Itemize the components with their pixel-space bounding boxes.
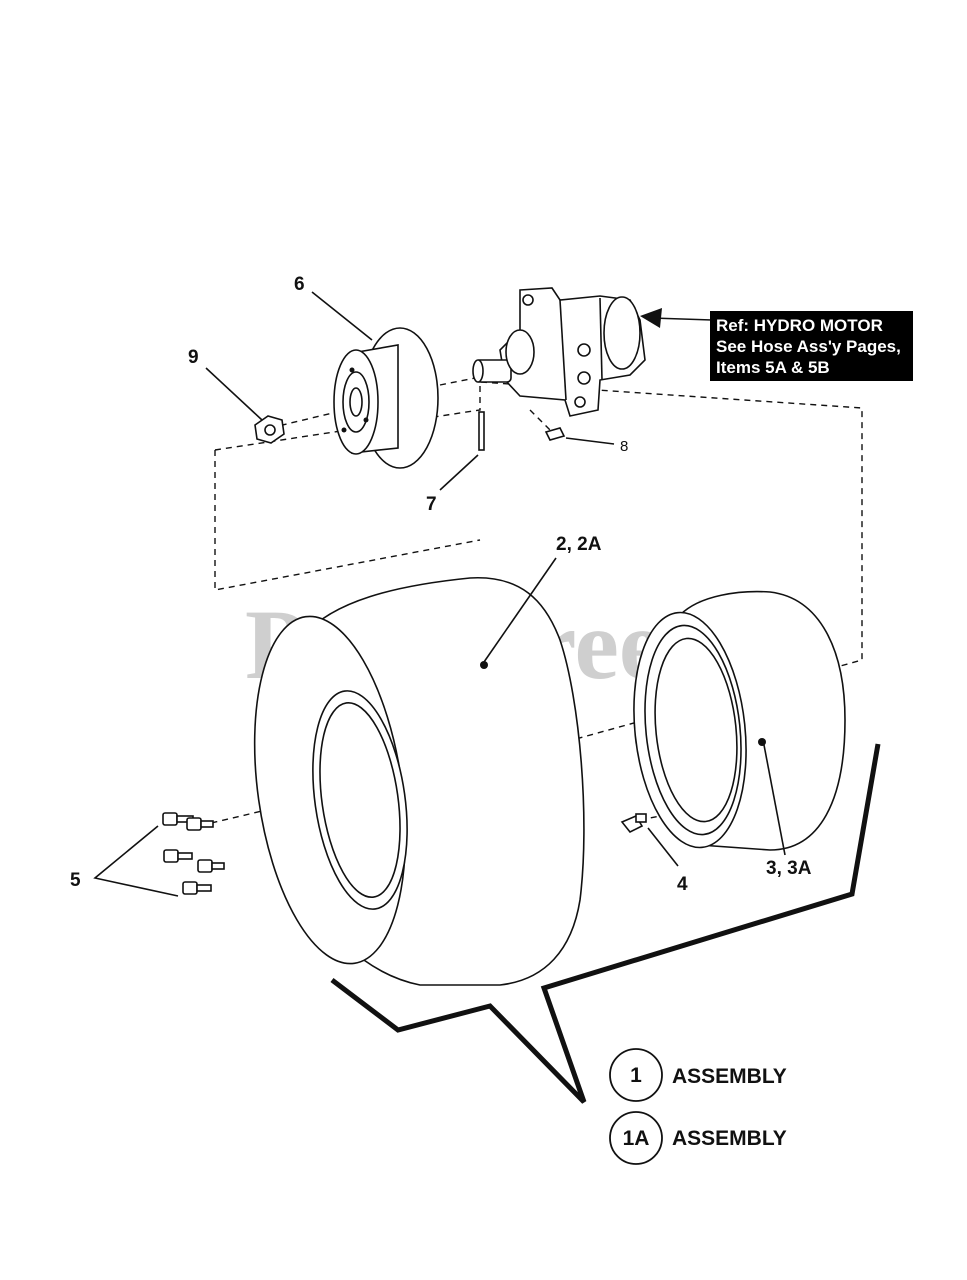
reference-box: Ref: HYDRO MOTOR See Hose Ass'y Pages, I… <box>710 311 913 381</box>
centerline-hub <box>439 377 476 386</box>
part-8-key <box>544 427 566 441</box>
hydro-motor <box>472 287 646 417</box>
callout-4: 4 <box>677 874 688 895</box>
legend-label-1: ASSEMBLY <box>672 1065 787 1088</box>
leader-5 <box>93 825 179 897</box>
callout-3-3a: 3, 3A <box>766 858 812 879</box>
legend-badge-circle <box>609 1048 663 1102</box>
callout-9: 9 <box>188 347 199 368</box>
leader-ref <box>651 317 713 321</box>
leader-6 <box>311 291 373 341</box>
callout-6: 6 <box>294 274 305 295</box>
legend-badge-1a: 1A <box>623 1127 650 1150</box>
leader-7 <box>439 454 479 491</box>
ref-line-3: Items 5A & 5B <box>716 358 830 377</box>
part-9-nut <box>254 415 285 444</box>
part-3-rim <box>633 590 846 851</box>
bolt <box>163 849 193 863</box>
centerline-key <box>529 409 551 431</box>
part-6-hub <box>333 327 439 469</box>
bolt <box>197 859 225 873</box>
leader-3 <box>763 744 786 856</box>
legend-label-1a: ASSEMBLY <box>672 1127 787 1150</box>
callout-5: 5 <box>70 870 81 891</box>
legend-item-1a: 1A ASSEMBLY <box>609 1111 787 1165</box>
part-7-pin <box>478 411 485 451</box>
callout-7: 7 <box>426 494 437 515</box>
leader-8 <box>565 437 615 445</box>
part-5-bolts <box>162 812 225 895</box>
assembly-dashed-outline-left <box>214 450 481 591</box>
callout-8: 8 <box>620 438 628 455</box>
bolt <box>182 881 212 895</box>
assembly-bracket <box>330 743 881 1104</box>
callout-2-2a: 2, 2A <box>556 534 602 555</box>
part-2-tire <box>253 577 585 986</box>
leader-2 <box>483 557 557 663</box>
legend-item-1: 1 ASSEMBLY <box>609 1048 787 1102</box>
legend-badge-circle <box>609 1111 663 1165</box>
leader-4 <box>647 827 679 867</box>
leader-9 <box>205 367 263 421</box>
ref-arrow-head <box>640 308 662 328</box>
legend-badge-1: 1 <box>630 1064 642 1087</box>
ref-line-1: Ref: HYDRO MOTOR <box>716 316 883 335</box>
bolt <box>186 817 214 831</box>
part-4-valve-stem <box>620 813 647 834</box>
ref-line-2: See Hose Ass'y Pages, <box>716 337 901 356</box>
